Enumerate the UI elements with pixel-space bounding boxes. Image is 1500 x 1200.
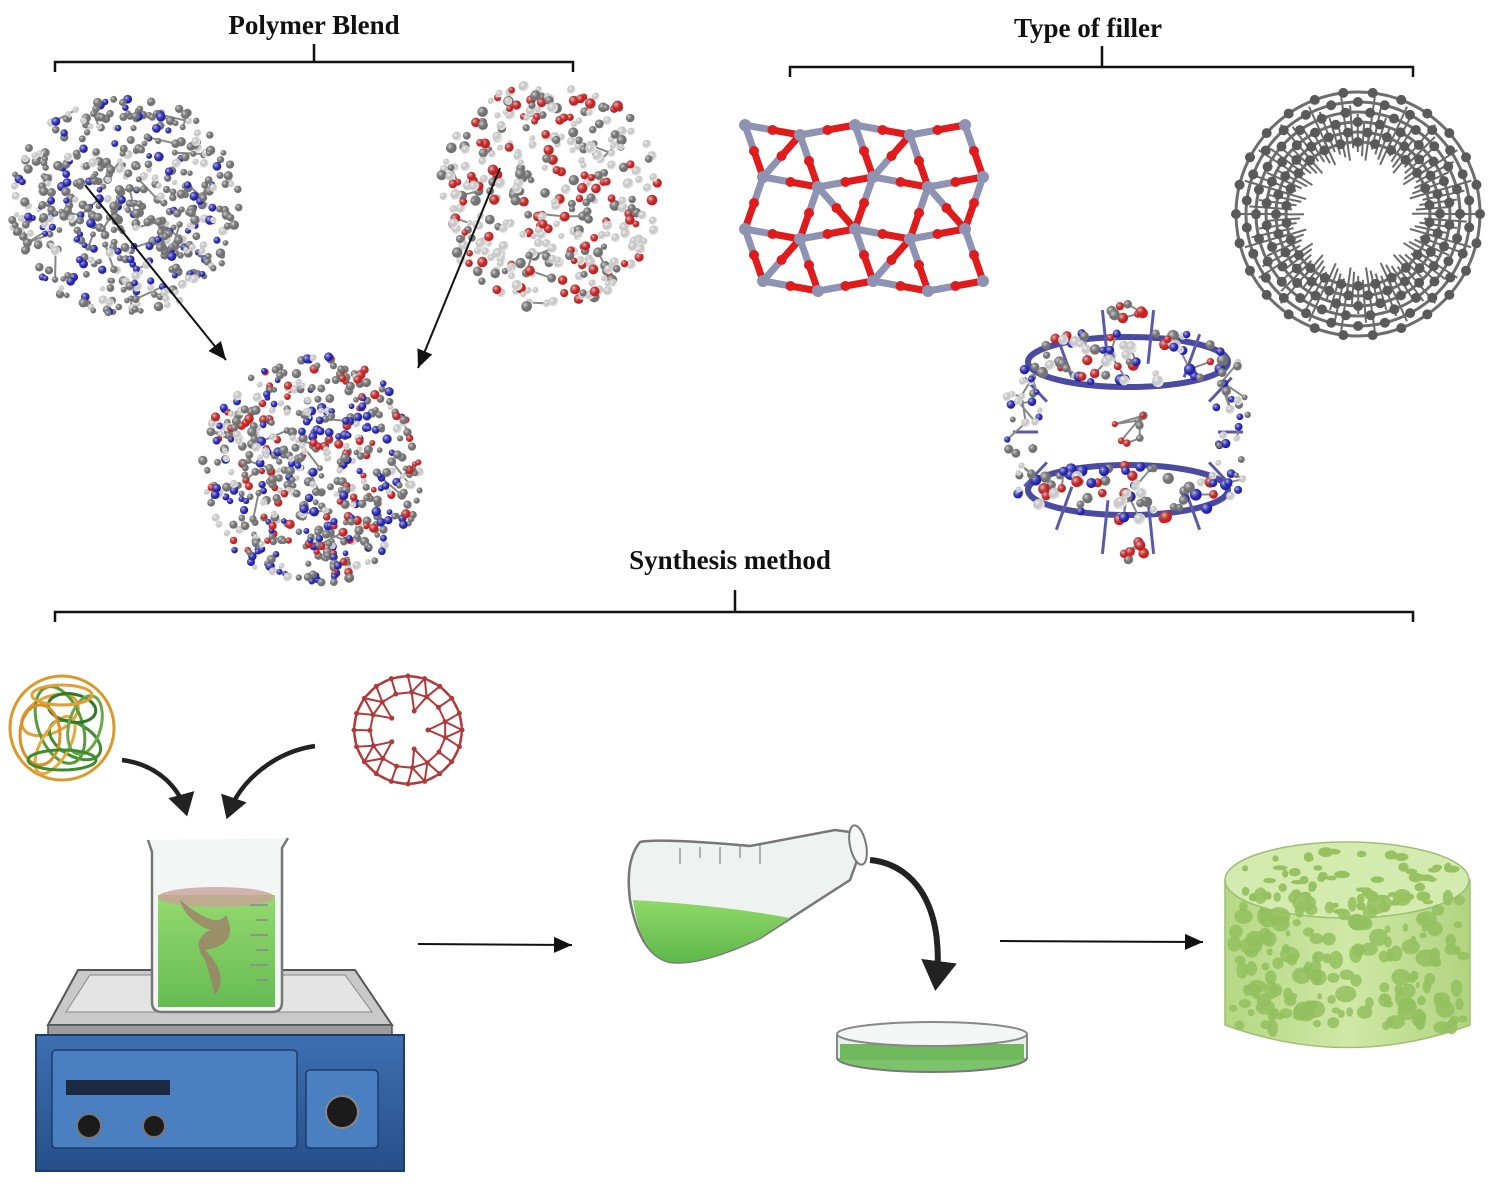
process-arrow-2 bbox=[999, 933, 1204, 950]
type-of-filler-bracket bbox=[788, 46, 1415, 77]
carbon-nanotube-icon bbox=[1231, 87, 1485, 341]
polymer-1-molecule-icon bbox=[8, 94, 243, 317]
fullerene-icon bbox=[351, 673, 465, 787]
polymer-ball-icon bbox=[8, 674, 116, 782]
polymer-blend-molecule-icon bbox=[198, 352, 425, 587]
polymer-ball-to-beaker-arrow bbox=[121, 757, 195, 817]
polymer-2-to-blend-arrow bbox=[417, 167, 501, 369]
polymer-blend-bracket bbox=[53, 44, 575, 72]
synthesis-method-title: Synthesis method bbox=[629, 545, 831, 575]
petri-dish-icon bbox=[836, 1021, 1028, 1073]
type-of-filler-title: Type of filler bbox=[1014, 13, 1162, 43]
process-arrow-1 bbox=[417, 936, 573, 953]
porous-scaffold-icon bbox=[1224, 841, 1471, 1049]
polymer-1-to-blend-arrow bbox=[84, 184, 227, 361]
polymer-blend-title: Polymer Blend bbox=[228, 10, 400, 40]
zeolite-filler-icon bbox=[739, 119, 989, 297]
polymer-2-molecule-icon bbox=[436, 81, 662, 312]
beaker-on-stirrer-icon bbox=[35, 837, 405, 1172]
mof-cage-icon bbox=[1002, 299, 1251, 565]
synthesis-method-bracket bbox=[53, 590, 1415, 622]
flask-pouring-icon bbox=[627, 824, 957, 991]
fullerene-to-beaker-arrow bbox=[221, 743, 316, 820]
